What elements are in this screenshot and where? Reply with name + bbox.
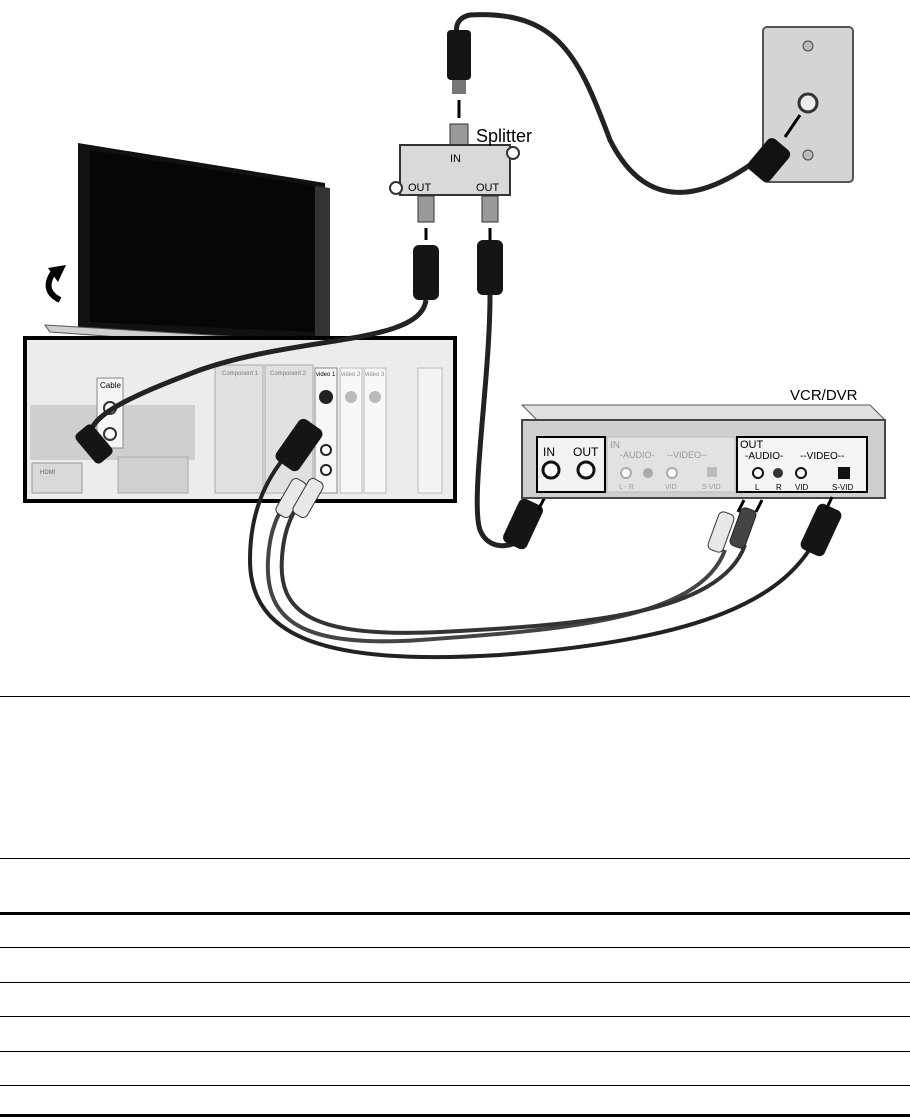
audio-l-plug-vcr [707,510,736,553]
component2-label: Component 2 [270,371,307,377]
splitter-input-plug [447,30,471,80]
vcr-dvr: VCR/DVR IN OUT IN -AUDIO- --VIDEO-- L - … [522,387,885,498]
vcr-in-video-label: --VIDEO-- [667,450,707,460]
hdmi-label: HDMI [40,470,56,476]
vcr-rf-in-label: IN [543,445,555,459]
video2-label: video 2 [341,372,361,378]
audio-r-plug-vcr [729,506,758,549]
table-row-rule-4 [0,1051,910,1052]
component1-label: Component 1 [222,371,259,377]
table-row-rule-2 [0,982,910,983]
video1-label: video 1 [316,372,336,378]
vcr-in-audio-label: -AUDIO- [620,450,655,460]
table-row-rule-3 [0,1016,910,1017]
splitter-in-label: IN [450,153,461,165]
splitter: Splitter IN OUT OUT [390,124,532,222]
vcr-out-vid-label: VID [795,483,809,492]
table-row-rule-1 [0,947,910,948]
splitter-out-right-plug [477,240,503,295]
splitter-out-right-label: OUT [476,182,500,194]
wall-coax-jack [799,94,817,112]
rule-1 [0,696,910,697]
vcr-in-lr-label: L - R [619,484,634,491]
vcr-out-group-label: OUT [740,439,764,451]
vcr-title: VCR/DVR [790,387,858,404]
table-row-rule-5 [0,1085,910,1086]
audio-l-cable [268,495,725,641]
vcr-out-video-label: --VIDEO-- [800,451,844,462]
tv-back-panel: Cable Component 1 Component 2 video 1 vi… [25,338,455,501]
video3-label: video 3 [365,372,385,378]
vcr-in-group-label: IN [610,440,620,451]
cable-jack-label: Cable [100,381,121,390]
vcr-out-r-label: R [776,483,782,492]
vcr-rf-out-label: OUT [573,445,599,459]
vcr-out-l-label: L [755,483,760,492]
table-top-rule [0,912,910,915]
tv-monitor [45,143,330,345]
rule-2 [0,858,910,859]
table-bottom-rule [0,1114,910,1117]
vcr-in-vid-label: VID [665,484,677,491]
vcr-in-svid-label: S-VID [702,484,721,491]
vcr-in-plug [501,497,545,551]
splitter-out-left-label: OUT [408,182,432,194]
connection-diagram: Splitter IN OUT OUT Cable Component 1 Co… [0,0,910,690]
splitter-label: Splitter [476,126,532,146]
vcr-out-svid-label: S-VID [832,483,854,492]
splitter-out-left-plug [413,245,439,300]
svideo-plug-vcr [799,502,844,558]
vcr-out-audio-label: -AUDIO- [745,451,783,462]
